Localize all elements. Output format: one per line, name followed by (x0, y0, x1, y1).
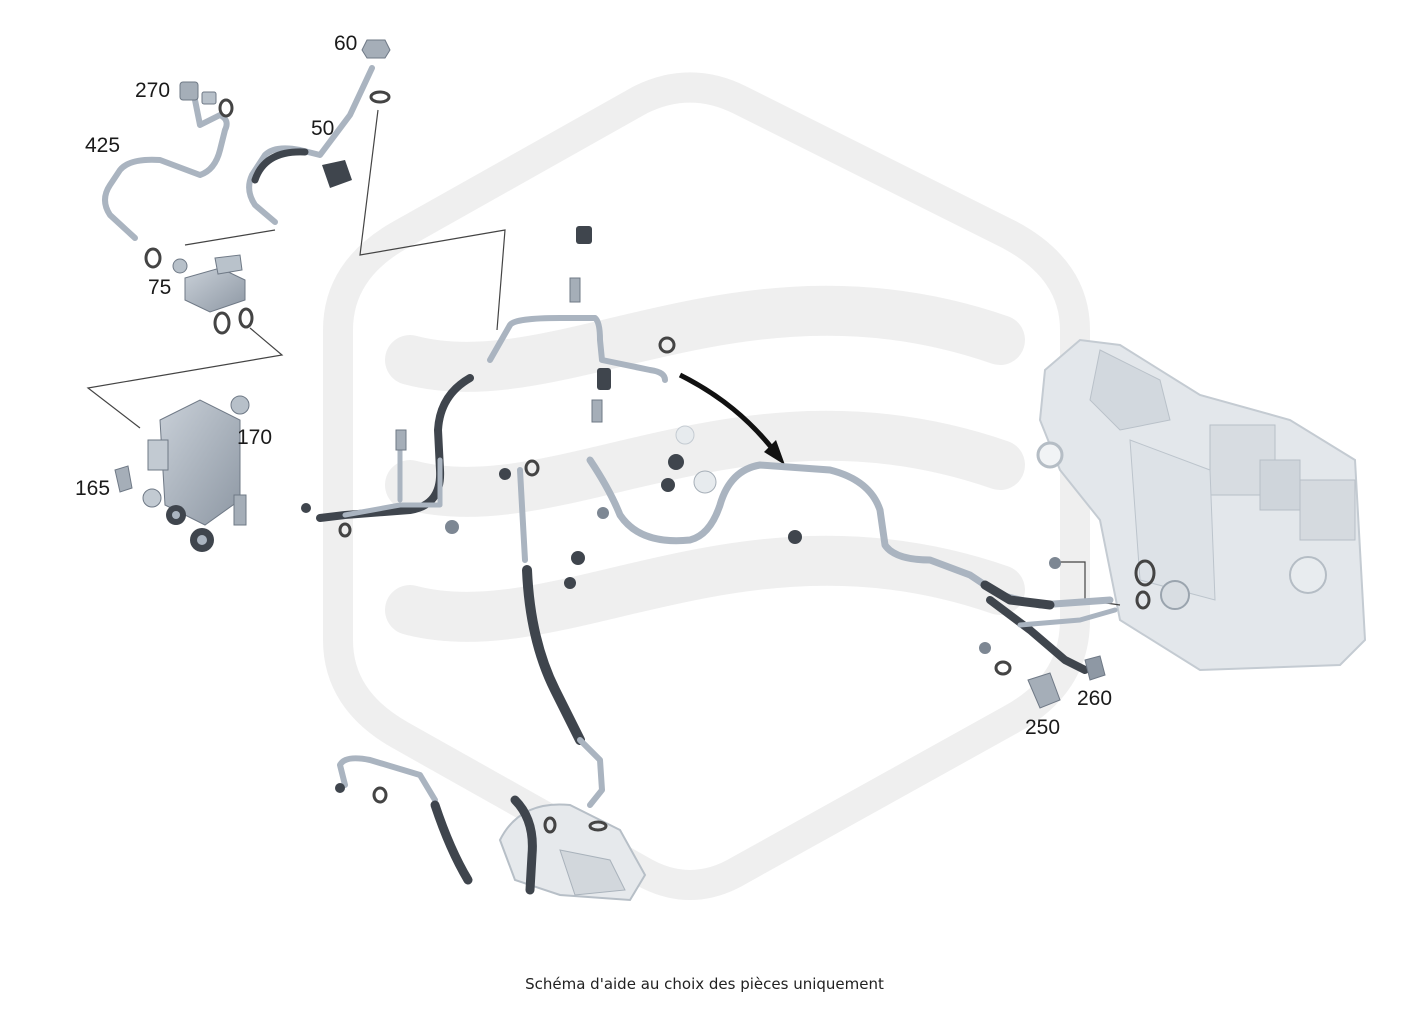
small-parts (114, 39, 1156, 834)
compressor (498, 803, 647, 902)
callout-75: 75 (148, 276, 172, 299)
hvac-housing (1036, 338, 1367, 672)
direction-arrowhead (764, 440, 785, 465)
callout-250: 250 (1025, 716, 1061, 739)
callout-50: 50 (311, 117, 335, 140)
direction-arrow (678, 372, 777, 454)
callout-165: 165 (75, 477, 111, 500)
refrigerant-lines (102, 65, 1118, 895)
callout-260: 260 (1077, 687, 1113, 710)
callout-60: 60 (334, 32, 358, 55)
diagram-caption: Schéma d'aide au choix des pièces unique… (525, 975, 884, 993)
callout-425: 425 (85, 134, 121, 157)
callout-170: 170 (237, 426, 273, 449)
callout-270: 270 (135, 79, 171, 102)
